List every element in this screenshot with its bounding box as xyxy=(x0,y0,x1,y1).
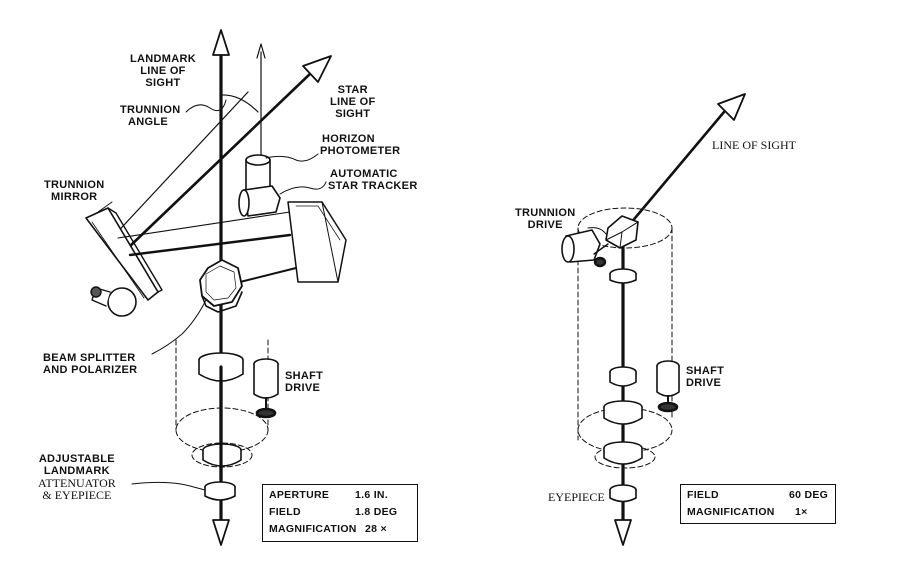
label-horizon-photometer: HORIZON PHOTOMETER xyxy=(320,133,401,157)
label-eyepiece: EYEPIECE xyxy=(548,490,605,504)
label-beam-splitter: BEAM SPLITTER AND POLARIZER xyxy=(43,352,138,376)
right-bottom-arrowhead xyxy=(614,519,632,546)
label-line-of-sight: LINE OF SIGHT xyxy=(712,138,796,152)
label-shaft-drive-right: SHAFT DRIVE xyxy=(686,365,725,389)
label-star-los: STAR LINE OF SIGHT xyxy=(330,84,376,120)
star-line-of-sight xyxy=(126,70,314,250)
label-shaft-drive-left: SHAFT DRIVE xyxy=(285,370,324,394)
spec-name: MAGNIFICATION xyxy=(269,523,357,535)
spec-name: FIELD xyxy=(687,489,719,501)
los-arrowhead xyxy=(717,93,746,121)
shaft-drive-right xyxy=(656,360,680,413)
label-trunnion-angle: TRUNNION ANGLE xyxy=(120,104,181,128)
spec-name: APERTURE xyxy=(269,489,330,501)
right-eyepiece-lens xyxy=(609,484,637,503)
spec-name: FIELD xyxy=(269,506,301,518)
spec-value: 1.6 IN. xyxy=(355,489,389,501)
spec-name: MAGNIFICATION xyxy=(687,506,775,518)
beam-splitter xyxy=(199,259,243,313)
right-lens-1 xyxy=(609,268,637,284)
trunnion-prism xyxy=(605,215,639,249)
eyepiece-lens xyxy=(204,481,236,501)
right-lens-4 xyxy=(603,441,643,465)
spec-value: 28 × xyxy=(365,523,387,535)
telescope-specs-box: FIELD 60 DEG MAGNIFICATION 1× xyxy=(680,484,836,524)
trunnion-drive xyxy=(561,229,609,268)
star-tracker xyxy=(238,185,281,217)
horizon-photometer xyxy=(245,154,271,194)
prism xyxy=(287,201,347,283)
lens-1 xyxy=(198,352,244,382)
right-lens-3 xyxy=(603,400,643,425)
star-arrowhead xyxy=(302,55,332,83)
spec-value: 1.8 DEG xyxy=(355,506,398,518)
right-lens-2 xyxy=(609,366,637,387)
bottom-arrowhead xyxy=(212,519,230,546)
sextant-diagram xyxy=(85,29,347,546)
line-of-sight xyxy=(623,110,726,232)
spec-value: 1× xyxy=(795,506,808,518)
spec-value: 60 DEG xyxy=(789,489,829,501)
label-star-tracker: AUTOMATIC STAR TRACKER xyxy=(328,168,418,192)
label-landmark-los: LANDMARK LINE OF SIGHT xyxy=(130,53,196,89)
label-attenuator: ADJUSTABLE LANDMARK ATTENUATOR & EYEPIEC… xyxy=(38,453,116,502)
shaft-drive-left xyxy=(253,358,279,419)
label-trunnion-mirror: TRUNNION MIRROR xyxy=(44,179,105,203)
sextant-specs-box: APERTURE 1.6 IN. FIELD 1.8 DEG MAGNIFICA… xyxy=(262,484,418,542)
scanning-telescope-diagram xyxy=(561,93,746,546)
landmark-arrowhead xyxy=(212,29,230,56)
trunnion-mirror xyxy=(85,207,163,317)
label-trunnion-drive: TRUNNION DRIVE xyxy=(515,207,576,231)
